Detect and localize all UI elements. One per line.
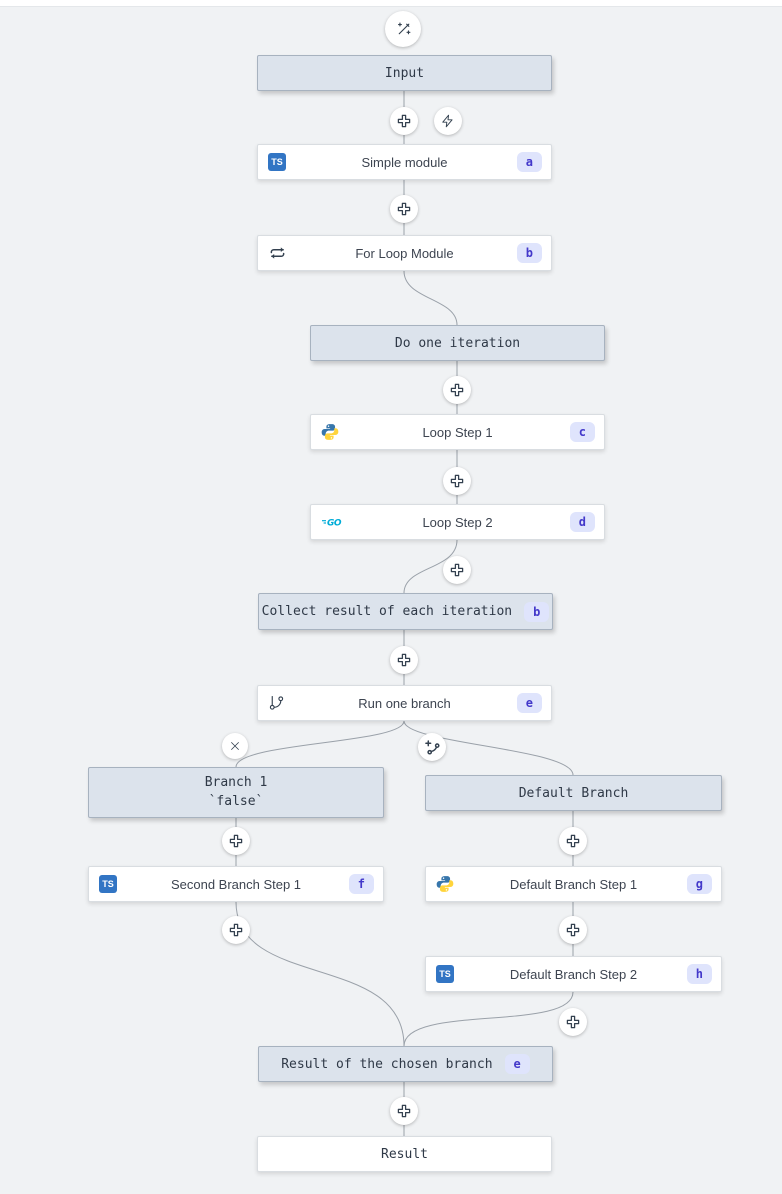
- node-label: Collect result of each iteration: [261, 604, 513, 619]
- python-icon: [436, 875, 454, 893]
- branch-icon: [268, 695, 285, 712]
- typescript-icon-glyph: TS: [99, 875, 117, 893]
- node-id-badge: h: [686, 964, 712, 984]
- module-title: Simple module: [361, 154, 448, 170]
- loop-step-2-node[interactable]: GO Loop Step 2 d: [310, 504, 605, 540]
- insert-step-button[interactable]: [222, 916, 250, 944]
- zap-icon: [441, 114, 455, 128]
- insert-step-button[interactable]: [390, 107, 418, 135]
- module-title: Run one branch: [358, 695, 451, 711]
- typescript-icon: TS: [268, 153, 286, 171]
- typescript-icon: TS: [436, 965, 454, 983]
- branch-add-icon: [424, 739, 440, 755]
- insert-step-button[interactable]: [222, 827, 250, 855]
- plus-icon: [449, 382, 465, 398]
- insert-step-button[interactable]: [559, 827, 587, 855]
- edge-second-branch-step-1-to-result-of-chosen-branch: [235, 901, 405, 1047]
- x-icon: [229, 740, 241, 752]
- plus-icon: [565, 833, 581, 849]
- node-id-badge: b: [516, 243, 542, 263]
- insert-step-button[interactable]: [559, 916, 587, 944]
- node-id-badge: b: [524, 601, 550, 622]
- do-one-iteration-node[interactable]: Do one iteration: [310, 325, 605, 361]
- go-icon: GO: [321, 514, 342, 530]
- plus-icon: [396, 113, 412, 129]
- insert-step-button[interactable]: [559, 1008, 587, 1036]
- run-one-branch-node[interactable]: Run one branch e: [257, 685, 552, 721]
- module-title: Second Branch Step 1: [170, 876, 302, 892]
- branch-1-node[interactable]: Branch 1 `false`: [88, 767, 384, 818]
- node-id-badge: e: [504, 1054, 530, 1074]
- node-label: Default Branch: [518, 785, 629, 801]
- top-bar: [0, 0, 782, 7]
- node-label: Result of the chosen branch: [281, 1056, 493, 1072]
- default-branch-step-2-node[interactable]: TS Default Branch Step 2 h: [425, 956, 722, 992]
- for-loop-module-node[interactable]: For Loop Module b: [257, 235, 552, 271]
- node-label: Do one iteration: [394, 335, 521, 351]
- svg-text:GO: GO: [327, 519, 342, 529]
- module-title: Default Branch Step 2: [509, 966, 638, 982]
- plus-icon: [449, 473, 465, 489]
- node-id-badge: g: [686, 874, 712, 894]
- trigger-button[interactable]: [434, 107, 462, 135]
- plus-icon: [565, 922, 581, 938]
- plus-icon: [449, 562, 465, 578]
- node-sublabel: `false`: [208, 794, 264, 809]
- loop-repeat-icon: [268, 245, 287, 262]
- typescript-icon-glyph: TS: [268, 153, 286, 171]
- node-label: Branch 1: [204, 774, 268, 790]
- ai-flow-builder-button[interactable]: [385, 11, 421, 47]
- collect-result-node[interactable]: Collect result of each iteration b: [258, 593, 553, 630]
- module-title: Loop Step 2: [422, 514, 493, 530]
- node-label: Result: [381, 1146, 428, 1162]
- insert-step-button[interactable]: [443, 556, 471, 584]
- result-of-chosen-branch-node[interactable]: Result of the chosen branch e: [258, 1046, 553, 1082]
- remove-branch-button[interactable]: [222, 733, 248, 759]
- insert-step-button[interactable]: [443, 467, 471, 495]
- typescript-icon-glyph: TS: [436, 965, 454, 983]
- node-id-badge: d: [569, 512, 595, 532]
- input-node[interactable]: Input: [257, 55, 552, 91]
- plus-icon: [396, 1103, 412, 1119]
- node-label: Input: [384, 65, 425, 81]
- typescript-icon: TS: [99, 875, 117, 893]
- module-title: For Loop Module: [355, 245, 454, 261]
- plus-icon: [228, 922, 244, 938]
- simple-module-node[interactable]: TS Simple module a: [257, 144, 552, 180]
- add-branch-button[interactable]: [418, 733, 446, 761]
- second-branch-step-1-node[interactable]: TS Second Branch Step 1 f: [88, 866, 384, 902]
- plus-icon: [228, 833, 244, 849]
- insert-step-button[interactable]: [443, 376, 471, 404]
- node-id-badge: c: [569, 422, 595, 442]
- insert-step-button[interactable]: [390, 195, 418, 223]
- loop-step-1-node[interactable]: Loop Step 1 c: [310, 414, 605, 450]
- edge-run-one-branch-to-branch-1: [235, 720, 405, 768]
- node-id-badge: e: [516, 693, 542, 713]
- wand-icon: [395, 21, 412, 38]
- result-node[interactable]: Result: [257, 1136, 552, 1172]
- node-id-badge: f: [348, 874, 374, 894]
- plus-icon: [565, 1014, 581, 1030]
- module-title: Default Branch Step 1: [509, 876, 638, 892]
- plus-icon: [396, 652, 412, 668]
- default-branch-node[interactable]: Default Branch: [425, 775, 722, 811]
- python-icon: [321, 423, 339, 441]
- insert-step-button[interactable]: [390, 646, 418, 674]
- default-branch-step-1-node[interactable]: Default Branch Step 1 g: [425, 866, 722, 902]
- node-id-badge: a: [516, 152, 542, 172]
- insert-step-button[interactable]: [390, 1097, 418, 1125]
- edge-default-branch-step-2-to-result-of-chosen-branch: [403, 991, 574, 1047]
- plus-icon: [396, 201, 412, 217]
- edge-for-loop-module-to-do-one-iteration: [403, 270, 458, 326]
- module-title: Loop Step 1: [422, 424, 493, 440]
